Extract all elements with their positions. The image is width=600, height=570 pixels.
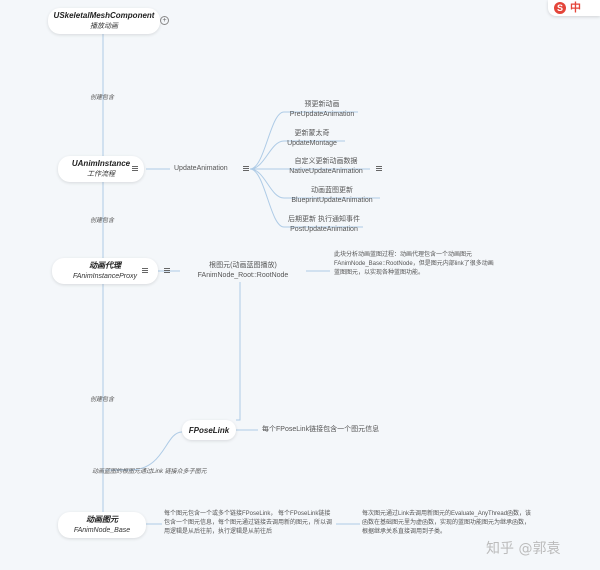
edge-update-branch-2 [249,140,345,170]
update-child-cn: 动画蓝图更新 [311,187,353,194]
node-subtitle: 工作流程 [87,171,115,178]
update-child-cn: 预更新动画 [304,101,340,108]
menu-icon[interactable] [142,268,148,273]
update-child-en: BlueprintUpdateAnimation [291,197,373,204]
edge-label-create-1: 创建包含 [90,95,115,101]
menu-icon[interactable] [132,166,138,171]
node-anim-instance[interactable]: UAnimInstance 工作流程 [58,156,144,182]
menu-icon[interactable] [376,166,382,171]
node-title: USkeletalMeshComponent [53,11,155,20]
edge-label-create-3: 创建包含 [90,397,115,403]
node-subtitle: FAnimNode_Base [73,527,131,534]
node-title: 动画图元 [86,515,118,524]
update-child-blueprint[interactable]: 动画蓝图更新 BlueprintUpdateAnimation [282,186,382,206]
update-child-cn: 自定义更新动画数据 [294,158,358,165]
edge-poselink-to-base [105,431,183,471]
watermark: 知乎 @郭袁 [486,541,561,557]
edge-label-link-children: 动画蓝图的根图元通过Link 链接众多子图元 [92,469,207,475]
edge-label-create-2: 创建包含 [90,218,115,224]
root-node-cn: 根图元(动画蓝图播放) [209,262,277,269]
node-subtitle: FAnimInstanceProxy [72,273,138,280]
update-child-cn: 后期更新 执行通知事件 [288,216,360,223]
root-node-en: FAnimNode_Root::RootNode [197,272,289,279]
update-child-pre[interactable]: 预更新动画 PreUpdateAnimation [282,100,362,120]
update-child-en: UpdateMontage [287,140,337,147]
menu-icon[interactable] [164,268,170,273]
edge-update-branch-1 [249,111,358,170]
node-base-note: 每个图元包含一个或多个链接FPoseLink， 每个FPoseLink链接包含一… [164,511,333,535]
node-title: 动画代理 [89,261,121,270]
edge-update-branch-5 [249,168,363,228]
node-title: FPoseLink [188,425,230,435]
node-skeletal-mesh-component[interactable]: USkeletalMeshComponent 播放动画 [48,8,160,34]
expand-icon[interactable]: + [160,16,169,25]
node-subtitle: 播放动画 [90,23,118,30]
node-anim-instance-proxy[interactable]: 动画代理 FAnimInstanceProxy [52,258,158,284]
update-child-native[interactable]: 自定义更新动画数据 NativeUpdateAnimation [282,157,370,177]
edge-update-branch-4 [249,168,380,199]
menu-icon[interactable] [243,166,249,171]
root-node-label[interactable]: 根图元(动画蓝图播放) FAnimNode_Root::RootNode [180,261,306,281]
update-child-montage[interactable]: 更新蒙太奇 UpdateMontage [280,129,344,149]
edge-root-to-poselink [236,282,241,421]
update-child-en: PostUpdateAnimation [290,226,358,233]
brand-badge: S 中 [548,0,600,16]
node-anim-node-base[interactable]: 动画图元 FAnimNode_Base [58,512,146,538]
update-child-cn: 更新蒙太奇 [294,130,330,137]
update-animation-label[interactable]: UpdateAnimation [174,165,228,172]
update-child-en: NativeUpdateAnimation [289,168,363,175]
root-node-note: 此块分析动画蓝图过程：动画代理包含一个动画图元FAnimNode_Base::R… [334,252,494,276]
update-child-post[interactable]: 后期更新 执行通知事件 PostUpdateAnimation [282,215,366,235]
pose-link-note: 每个FPoseLink链接包含一个图元信息 [262,426,380,433]
update-child-en: PreUpdateAnimation [289,111,355,118]
node-base-note-2: 每次图元通过Link去调用新图元的Evaluate_AnyThread函数，该函… [362,511,532,535]
brand-logo-icon: S [554,2,566,14]
brand-text: 中 [570,1,581,14]
node-title: UAnimInstance [71,159,131,168]
node-pose-link[interactable]: FPoseLink [182,420,236,440]
